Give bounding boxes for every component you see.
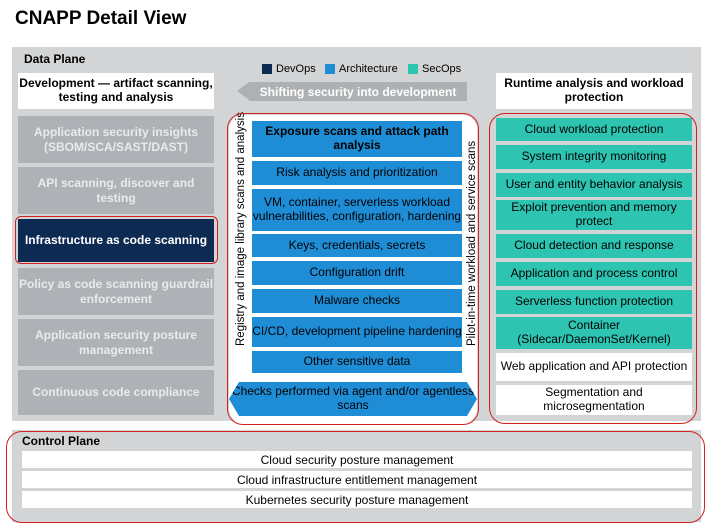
legend-swatch-secops	[408, 64, 418, 74]
legend-label-architecture: Architecture	[339, 63, 398, 75]
dev-item-api-scanning: API scanning, discover and testing	[18, 167, 214, 214]
dev-item-iac-scanning: Infrastructure as code scanning	[18, 219, 214, 262]
mid-item-risk-analysis: Risk analysis and prioritization	[252, 161, 462, 185]
mid-item-cicd: CI/CD, development pipeline hardening	[252, 317, 462, 347]
mid-item-keys-credentials: Keys, credentials, secrets	[252, 234, 462, 257]
rt-item-cdr: Cloud detection and response	[496, 234, 692, 258]
mid-item-vm-container: VM, container, serverless workload vulne…	[252, 189, 462, 231]
highlight-runtime-column	[489, 113, 697, 424]
highlight-iac-scanning	[15, 216, 218, 264]
highlight-control-plane	[6, 431, 705, 523]
shift-banner-text: Shifting security into development	[249, 82, 467, 101]
mid-item-malware: Malware checks	[252, 289, 462, 313]
mid-item-sensitive-data: Other sensitive data	[252, 351, 462, 373]
rt-item-segmentation: Segmentation and microsegmentation	[496, 385, 692, 415]
dev-item-aspm: Application security posture management	[18, 319, 214, 366]
dev-item-code-compliance: Continuous code compliance	[18, 370, 214, 415]
rt-item-container: Container (Sidecar/DaemonSet/Kernel)	[496, 317, 692, 349]
dev-item-policy-as-code: Policy as code scanning guardrail enforc…	[18, 268, 214, 315]
legend-secops: SecOps	[408, 63, 461, 75]
legend-label-devops: DevOps	[276, 63, 316, 75]
shift-left-banner: Shifting security into development	[237, 82, 467, 101]
legend-label-secops: SecOps	[422, 63, 462, 75]
legend-swatch-architecture	[325, 64, 335, 74]
legend-architecture: Architecture	[325, 63, 398, 75]
cp-item-ciem: Cloud infrastructure entitlement managem…	[22, 471, 692, 488]
rt-item-process-control: Application and process control	[496, 262, 692, 286]
cp-item-kspm: Kubernetes security posture management	[22, 491, 692, 508]
dev-item-appsec-insights: Application security insights (SBOM/SCA/…	[18, 116, 214, 163]
rt-item-ueba: User and entity behavior analysis	[496, 173, 692, 197]
highlight-middle-column	[227, 113, 479, 425]
mid-item-config-drift: Configuration drift	[252, 261, 462, 285]
arrow-left-icon	[237, 82, 249, 100]
development-header: Development — artifact scanning, testing…	[18, 73, 214, 109]
mid-item-exposure-scans: Exposure scans and attack path analysis	[252, 121, 462, 157]
rt-item-exploit: Exploit prevention and memory protect	[496, 200, 692, 230]
control-plane-label: Control Plane	[22, 434, 101, 448]
rt-item-serverless: Serverless function protection	[496, 290, 692, 314]
cp-item-cspm: Cloud security posture management	[22, 451, 692, 468]
rt-item-waap: Web application and API protection	[496, 353, 692, 381]
agent-agentless-box: Checks performed via agent and/or agentl…	[229, 382, 477, 416]
page-title: CNAPP Detail View	[15, 8, 187, 29]
legend-devops: DevOps	[262, 63, 316, 75]
rt-item-cwp: Cloud workload protection	[496, 118, 692, 141]
rt-item-integrity: System integrity monitoring	[496, 145, 692, 169]
legend-swatch-devops	[262, 64, 272, 74]
runtime-header: Runtime analysis and workload protection	[496, 73, 692, 109]
data-plane-label: Data Plane	[24, 52, 86, 66]
